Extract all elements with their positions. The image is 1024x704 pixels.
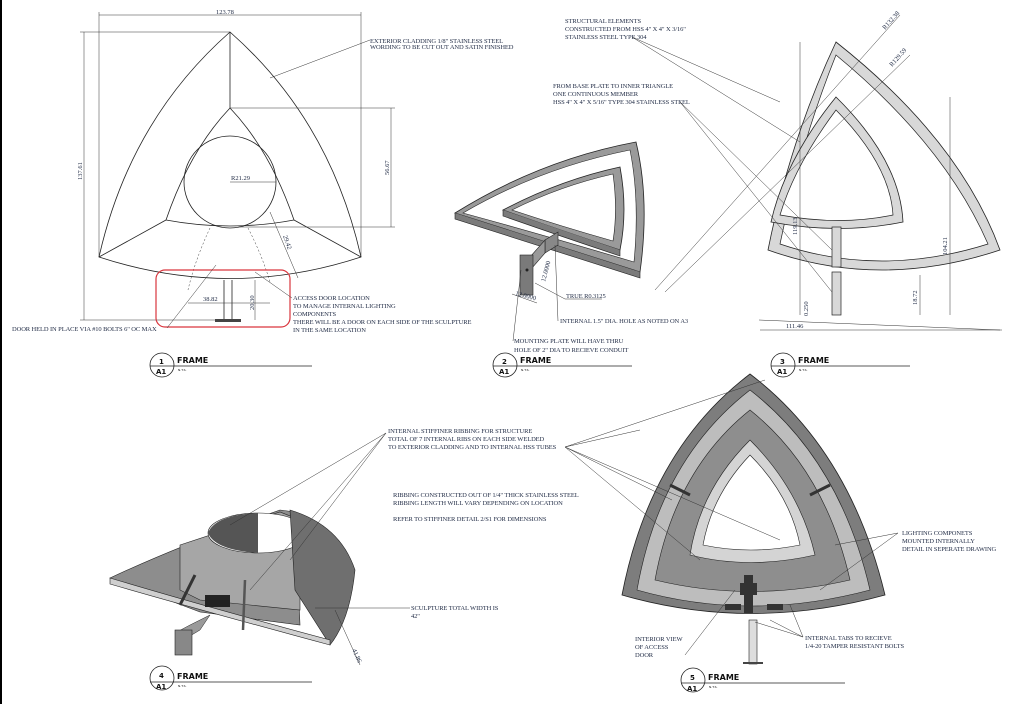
- view-4-title-block: 4 A1 FRAME N.T.S.: [149, 665, 312, 691]
- dim-outer-radius: R132.38: [881, 10, 901, 31]
- note-cladding-2: WORDING TO BE CUT OUT AND SATIN FINISHED: [370, 44, 514, 51]
- note-mounting-plate-2: HOLE OF 2" DIA TO RECIEVE CONDUIT: [514, 347, 628, 354]
- dim-plate-height: 12.0000: [540, 260, 552, 282]
- note-cladding-1: EXTERIOR CLADDING 1/8" STAINLESS STEEL: [370, 38, 503, 45]
- view-3-title-block: 3 A1 FRAME N.T.S.: [770, 352, 910, 378]
- cladding-panel: [289, 509, 356, 646]
- note-ribbing-3: TO EXTERIOR CLADDING AND TO INTERNAL HSS…: [388, 444, 557, 451]
- note-total-width-1: SCULPTURE TOTAL WIDTH IS: [411, 605, 499, 612]
- view-number: 2: [502, 358, 507, 366]
- dim-inner-height: 56.67: [384, 160, 391, 175]
- note-tabs-2: 1/4-20 TAMPER RESISTANT BOLTS: [805, 643, 905, 650]
- note-ribbing-2: TOTAL OF 7 INTERNAL RIBS ON EACH SIDE WE…: [388, 436, 545, 443]
- view-4-isometric-assembly: 41.86 INTERNAL STIFFINER RIBBING FOR STR…: [109, 428, 579, 666]
- view-scale: N.T.S.: [178, 684, 187, 688]
- view-scale: N.T.S.: [799, 368, 808, 372]
- view-1-title-block: 1 A1 FRAME N.T.S.: [149, 352, 312, 378]
- note-door-bolts: DOOR HELD IN PLACE VIA #10 BOLTS 6" OC M…: [12, 326, 157, 333]
- note-structural-2: CONSTRUCTED FROM HSS 4" X 4" X 3/16": [565, 26, 686, 33]
- base-stem: [831, 271, 842, 316]
- view-scale: N.T.S.: [521, 368, 530, 372]
- note-access-3: COMPONENTS: [293, 311, 337, 318]
- dim-width: 111.46: [786, 323, 804, 330]
- note-structural-1: STRUCTURAL ELEMENTS: [565, 18, 642, 25]
- view-title: FRAME: [177, 356, 208, 365]
- note-base-2: ONE CONTINUOUS MEMBER: [553, 91, 639, 98]
- note-access-5: IN THE SAME LOCATION: [293, 327, 366, 334]
- dim-door-width: 38.82: [203, 296, 218, 303]
- dim-outer-height: 119.13: [792, 217, 799, 235]
- note-access-4: THERE WILL BE A DOOR ON EACH SIDE OF THE…: [293, 319, 471, 326]
- view-number: 1: [159, 358, 164, 366]
- note-interior-3: DOOR: [635, 652, 654, 659]
- note-access-2: TO MANAGE INTERNAL LIGHTING: [293, 303, 396, 310]
- note-interior-2: OF ACCESS: [635, 644, 669, 651]
- view-3-structural-frame: 111.46 119.13 104.21 18.72 0.250 R132.38…: [553, 10, 1002, 331]
- view-title: FRAME: [520, 356, 551, 365]
- dim-radius: R21.29: [231, 175, 250, 182]
- dim-inner-height: 104.21: [942, 237, 949, 255]
- note-internal-hole: INTERNAL 1.5" DIA. HOLE AS NOTED ON A3: [560, 318, 688, 325]
- note-lighting-3: DETAIL IN SEPERATE DRAWING: [902, 546, 997, 553]
- dim-depth: 41.86: [350, 648, 363, 665]
- note-material-1: RIBBING CONSTRUCTED OUT OF 1/4" THICK ST…: [393, 492, 579, 499]
- inner-triangle-outline: [165, 107, 295, 227]
- dim-plate-thickness: 0.250: [803, 301, 810, 316]
- sheet-number: A1: [156, 683, 166, 691]
- dim-inner-radius: R129.59: [888, 47, 908, 68]
- note-material-3: REFER TO STIFFINER DETAIL 2/S1 FOR DIMEN…: [393, 516, 547, 523]
- access-door-highlight: [155, 269, 291, 328]
- note-interior-1: INTERIOR VIEW: [635, 636, 683, 643]
- dim-height: 137.61: [77, 162, 84, 180]
- mounting-plate: [174, 629, 193, 656]
- view-title: FRAME: [708, 673, 739, 682]
- note-lighting-1: LIGHTING COMPONETS: [902, 530, 973, 537]
- sheet-number: A1: [499, 368, 509, 376]
- dim-diagonal: 29.42: [281, 234, 293, 250]
- view-number: 3: [780, 358, 785, 366]
- note-base-1: FROM BASE PLATE TO INNER TRIANGLE: [553, 83, 673, 90]
- view-title: FRAME: [798, 356, 829, 365]
- left-border: [0, 0, 2, 704]
- note-access-1: ACCESS DOOR LOCATION: [293, 295, 370, 302]
- dim-door-height: 20.30: [249, 295, 256, 310]
- view-2-title-block: 2 A1 FRAME N.T.S.: [492, 352, 632, 378]
- view-2-isometric-frame: 12.0000 12.0000 TRUE R0.3125 INTERNAL 1.…: [454, 141, 688, 354]
- sheet-number: A1: [156, 368, 166, 376]
- note-mounting-plate-1: MOUNTING PLATE WILL HAVE THRU: [514, 338, 624, 345]
- note-true-radius: TRUE R0.3125: [566, 293, 606, 300]
- dim-width: 123.78: [216, 9, 234, 16]
- view-scale: N.T.S.: [709, 685, 718, 689]
- note-base-3: HSS 4" X 4" X 5/16" TYPE 304 STAINLESS S…: [553, 99, 690, 106]
- view-scale: N.T.S.: [178, 368, 187, 372]
- view-title: FRAME: [177, 672, 208, 681]
- dim-stem-height: 18.72: [912, 290, 919, 305]
- view-1-elevation: 123.78 137.61 R21.29 56.67 29.42 38.82 2…: [12, 9, 514, 334]
- note-ribbing-1: INTERNAL STIFFINER RIBBING FOR STRUCTURE: [388, 428, 532, 435]
- view-number: 5: [690, 674, 695, 682]
- outer-cladding-outline: [98, 31, 362, 279]
- note-total-width-2: 42": [411, 613, 420, 620]
- note-tabs-1: INTERNAL TABS TO RECIEVE: [805, 635, 892, 642]
- note-lighting-2: MOUNTED INTERNALLY: [902, 538, 975, 545]
- view-5-title-block: 5 A1 FRAME N.T.S.: [680, 667, 845, 693]
- base-stem: [748, 619, 758, 665]
- note-material-2: RIBBING LENGTH WILL VARY DEPENDING ON LO…: [393, 500, 563, 507]
- note-structural-3: STAINLESS STEEL TYPE 304: [565, 34, 647, 41]
- sheet-number: A1: [777, 368, 787, 376]
- view-5-interior-view: LIGHTING COMPONETS MOUNTED INTERNALLY DE…: [564, 373, 997, 665]
- mounting-plate: [519, 254, 534, 296]
- sheet-number: A1: [687, 685, 697, 693]
- view-number: 4: [159, 672, 164, 680]
